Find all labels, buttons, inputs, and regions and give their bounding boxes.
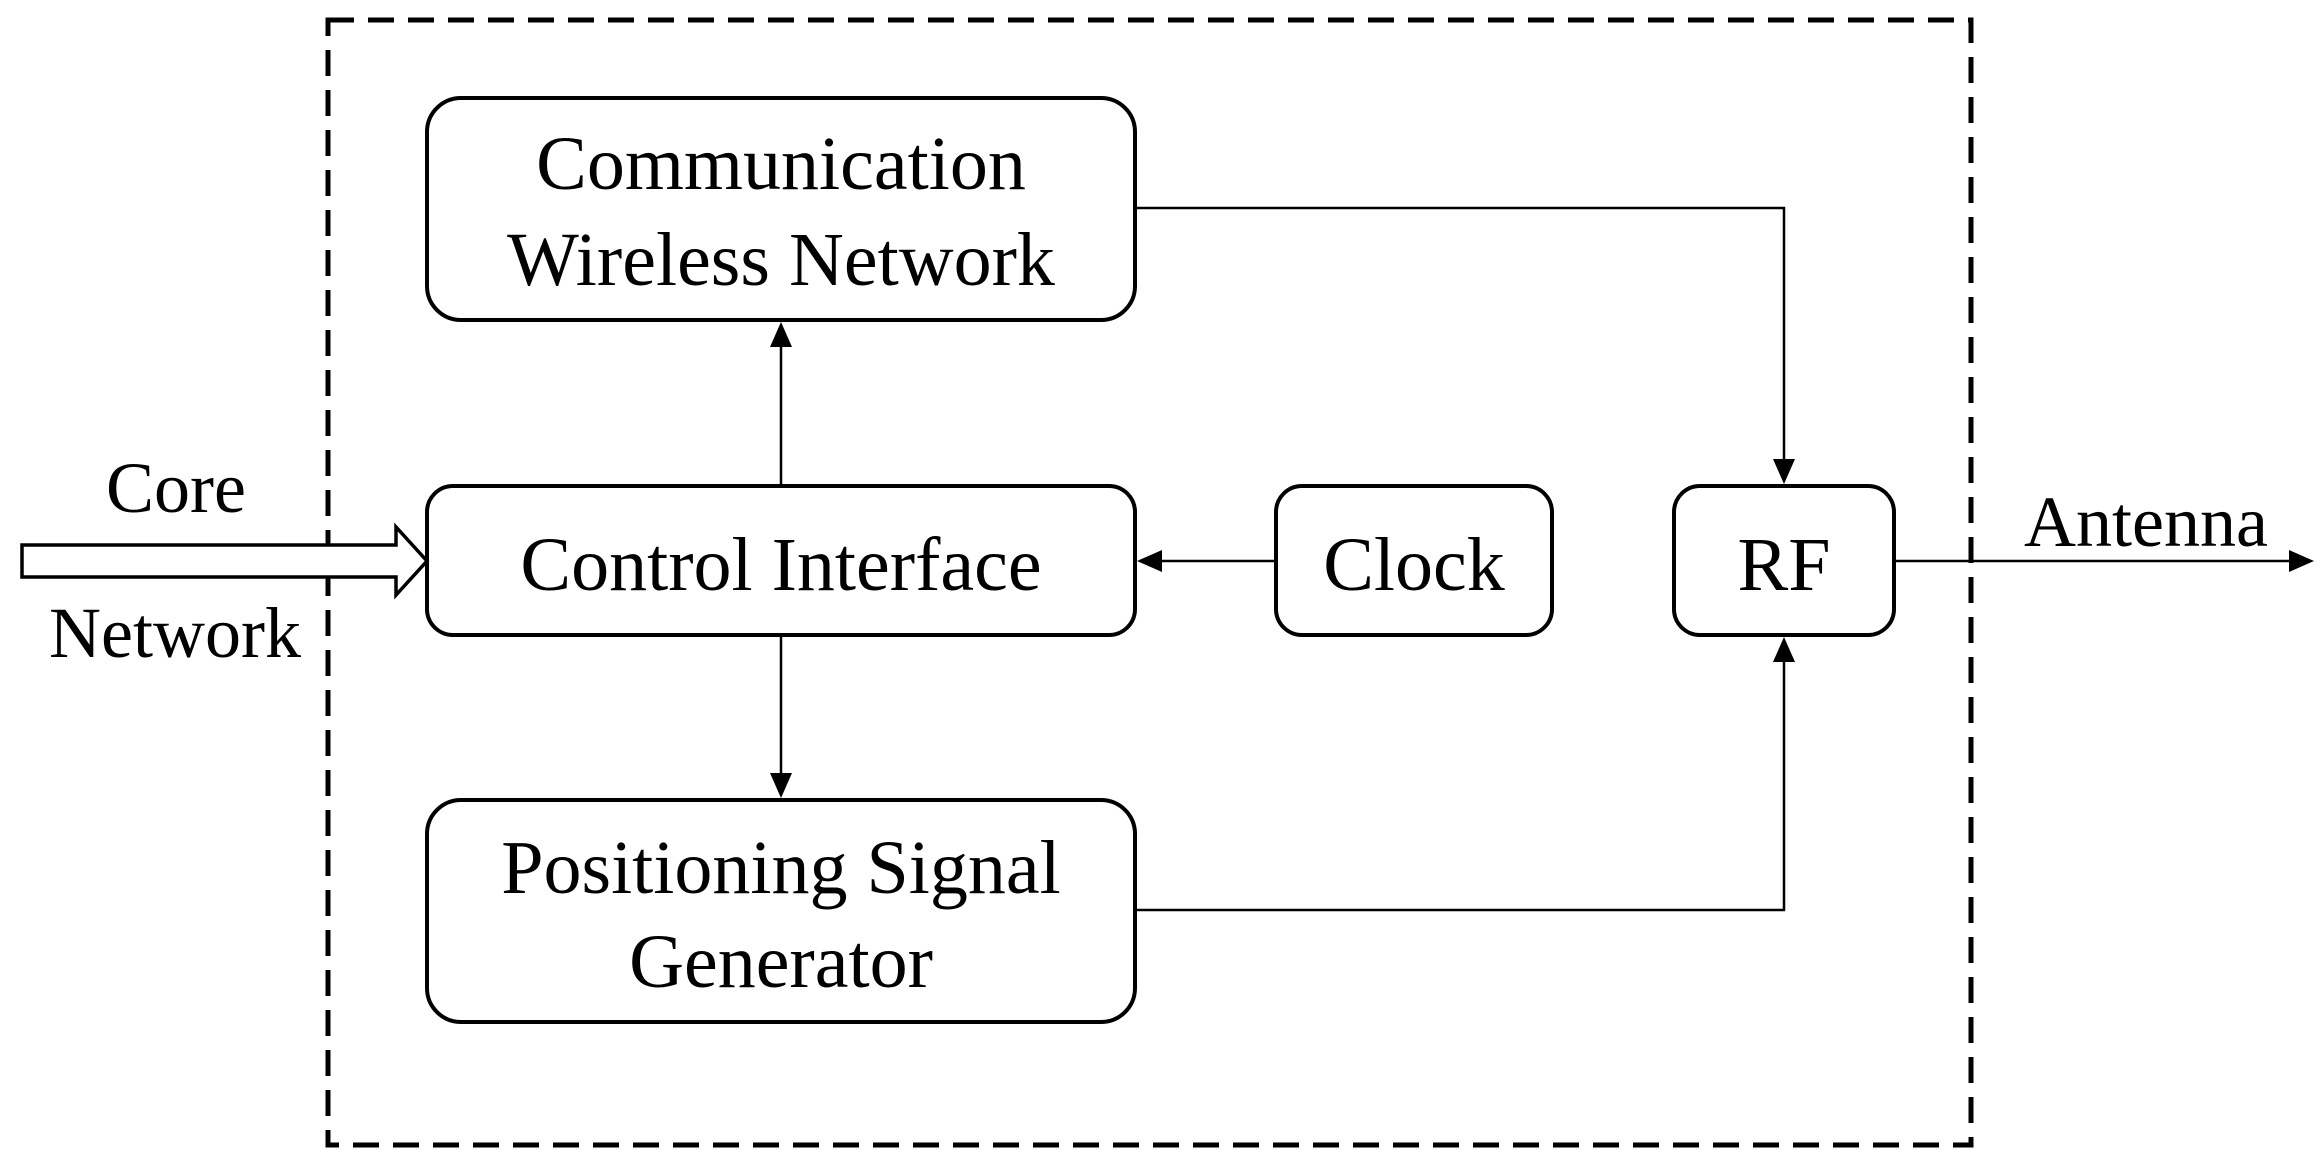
clock-block: Clock — [1274, 484, 1554, 637]
system-boundary — [325, 17, 1974, 1148]
clock-label: Clock — [1323, 523, 1505, 607]
core-network-label-line1: Core — [106, 448, 246, 528]
core-network-label-line2: Network — [49, 593, 301, 673]
connector-rf-to-antenna — [1894, 550, 2314, 572]
connector-communication-to-rf — [1135, 206, 1795, 484]
connector-control-to-positioning — [770, 635, 792, 798]
communication-wireless-network-label-line1: Communication — [536, 122, 1026, 206]
connector-positioning-to-rf — [1135, 637, 1795, 912]
rf-block: RF — [1672, 484, 1896, 637]
rf-label: RF — [1738, 523, 1831, 607]
connector-clock-to-control — [1137, 550, 1276, 572]
communication-wireless-network-block: Communication Wireless Network — [425, 96, 1137, 322]
connector-control-to-communication — [770, 322, 792, 486]
positioning-signal-generator-label-line1: Positioning Signal — [501, 826, 1061, 910]
core-network-input-arrow — [20, 522, 430, 600]
antenna-label: Antenna — [2024, 482, 2268, 562]
communication-wireless-network-label-line2: Wireless Network — [507, 218, 1055, 302]
positioning-signal-generator-label-line2: Generator — [629, 920, 933, 1004]
control-interface-block: Control Interface — [425, 484, 1137, 637]
control-interface-label: Control Interface — [520, 523, 1041, 607]
positioning-signal-generator-block: Positioning Signal Generator — [425, 798, 1137, 1024]
